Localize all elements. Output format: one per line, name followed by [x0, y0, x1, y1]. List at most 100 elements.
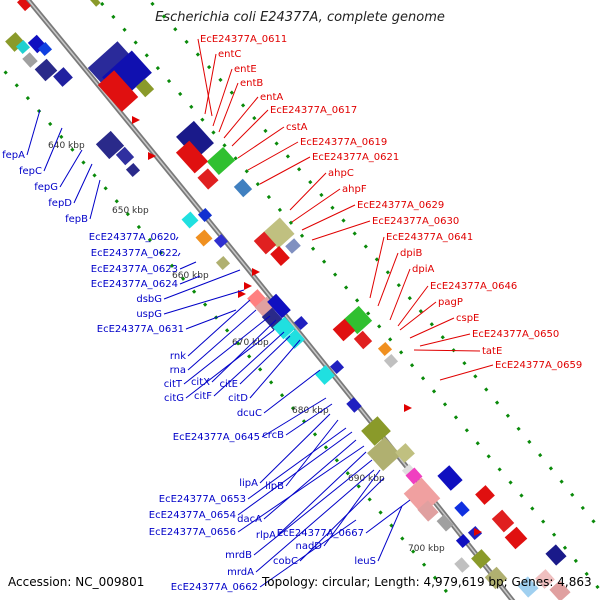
- gene-label-left: fepA: [2, 150, 25, 161]
- right-leader-line: [289, 172, 327, 211]
- gene-label-right: EcE24377A_0617: [270, 105, 357, 116]
- gene-label-left: fepG: [34, 182, 58, 193]
- gene-block: [125, 162, 141, 178]
- left-leader-line: [253, 459, 373, 556]
- gene-label-right: entA: [260, 92, 283, 103]
- gene-arrowhead: [244, 282, 252, 290]
- gene-label-left: mrdA: [227, 567, 254, 578]
- left-leader-line: [163, 269, 241, 300]
- right-leader-line: [212, 68, 233, 127]
- gene-block: [15, 39, 31, 55]
- right-leader-line: [197, 38, 213, 117]
- gene-arrowhead: [474, 528, 482, 536]
- left-leader-line: [185, 329, 275, 399]
- gene-block: [115, 146, 135, 166]
- right-leader-line: [377, 252, 399, 307]
- gene-label-right: cspE: [456, 313, 479, 324]
- left-leader-line: [377, 505, 403, 562]
- gene-label-left: EcE24377A_0654: [149, 510, 236, 521]
- gene-arrowhead: [238, 290, 246, 298]
- gene-block: [346, 397, 362, 413]
- right-leader-line: [218, 82, 239, 133]
- gene-block: [272, 316, 296, 340]
- right-leader-line: [291, 188, 341, 223]
- gene-block: [437, 465, 463, 491]
- gene-block: [206, 146, 236, 176]
- right-labels: EcE24377A_0611entCentEentBentAEcE24377A_…: [197, 34, 582, 381]
- gene-block: [34, 58, 58, 82]
- gene-features: [5, 0, 571, 600]
- left-leader-line: [187, 299, 251, 357]
- gene-block: [329, 359, 345, 375]
- right-leader-line: [419, 333, 471, 347]
- gene-block: [455, 533, 471, 549]
- gene-label-right: pagP: [438, 297, 463, 308]
- gene-label-left: mrdB: [225, 550, 252, 561]
- gene-label-right: ahpF: [342, 184, 367, 195]
- right-leader-line: [259, 156, 311, 185]
- left-leader-line: [323, 469, 381, 547]
- gene-block: [504, 526, 528, 550]
- right-leader-line: [223, 96, 259, 139]
- left-leader-line: [179, 261, 197, 270]
- right-leader-line: [389, 268, 411, 321]
- gene-block: [135, 78, 155, 98]
- gene-label-left: rnk: [170, 351, 186, 362]
- gene-label-right: entC: [218, 49, 241, 60]
- gene-label-left: EcE24377A_0622: [91, 248, 178, 259]
- gene-label-left: rna: [170, 365, 186, 376]
- gene-block: [197, 207, 213, 223]
- gene-block: [353, 330, 373, 350]
- map-title: Escherichia coli E24377A, complete genom…: [155, 10, 445, 25]
- gene-label-right: dpiA: [412, 264, 434, 275]
- gene-label-right: tatE: [482, 346, 502, 357]
- left-leader-line: [237, 445, 365, 533]
- gene-label-right: ahpC: [328, 168, 354, 179]
- gene-label-left: citT: [164, 379, 183, 390]
- gene-label-left: fepC: [19, 166, 42, 177]
- gc-dot-line: [146, 0, 600, 532]
- gene-block: [549, 580, 571, 600]
- left-leader-line: [177, 252, 181, 257]
- gene-block: [377, 341, 393, 357]
- gene-block: [175, 140, 209, 174]
- gene-block: [87, 41, 137, 89]
- gene-block: [285, 329, 305, 349]
- gene-block: [22, 52, 38, 68]
- gene-label-left: nadD: [295, 541, 322, 552]
- gene-block: [197, 168, 219, 190]
- gene-block: [517, 576, 539, 598]
- kbp-tick-label: 680 kbp: [292, 406, 329, 416]
- right-leader-line: [301, 204, 356, 231]
- gene-block: [383, 353, 399, 369]
- gene-label-right: EcE24377A_0629: [357, 200, 444, 211]
- gene-label-left: EcE24377A_0620: [89, 232, 176, 243]
- gene-block: [89, 0, 101, 7]
- gene-block: [37, 41, 53, 57]
- gene-block: [17, 0, 31, 12]
- left-leader-line: [261, 397, 327, 438]
- right-leader-line: [231, 109, 269, 147]
- gene-block: [471, 549, 491, 569]
- gene-label-right: EcE24377A_0630: [372, 216, 459, 227]
- left-leader-line: [179, 275, 201, 285]
- gene-arrowhead: [252, 268, 260, 276]
- gene-label-right: EcE24377A_0619: [300, 137, 387, 148]
- gene-block: [535, 569, 555, 589]
- left-leader-line: [259, 413, 331, 484]
- right-leader-line: [413, 349, 481, 352]
- right-leader-line: [409, 317, 455, 339]
- gene-label-left: EcE24377A_0623: [91, 264, 178, 275]
- gene-label-right: cstA: [286, 122, 308, 133]
- gene-block: [95, 130, 125, 160]
- gene-block: [293, 315, 309, 331]
- accession-text: Accession: NC_009801: [8, 575, 145, 589]
- gene-block: [315, 365, 335, 385]
- gene-block: [176, 120, 214, 160]
- gene-block: [53, 67, 73, 87]
- gene-label-left: EcE24377A_0667: [277, 528, 364, 539]
- right-leader-line: [439, 364, 494, 381]
- gene-label-left: lipB: [265, 481, 284, 492]
- gene-block: [436, 514, 454, 532]
- gene-block: [285, 238, 301, 254]
